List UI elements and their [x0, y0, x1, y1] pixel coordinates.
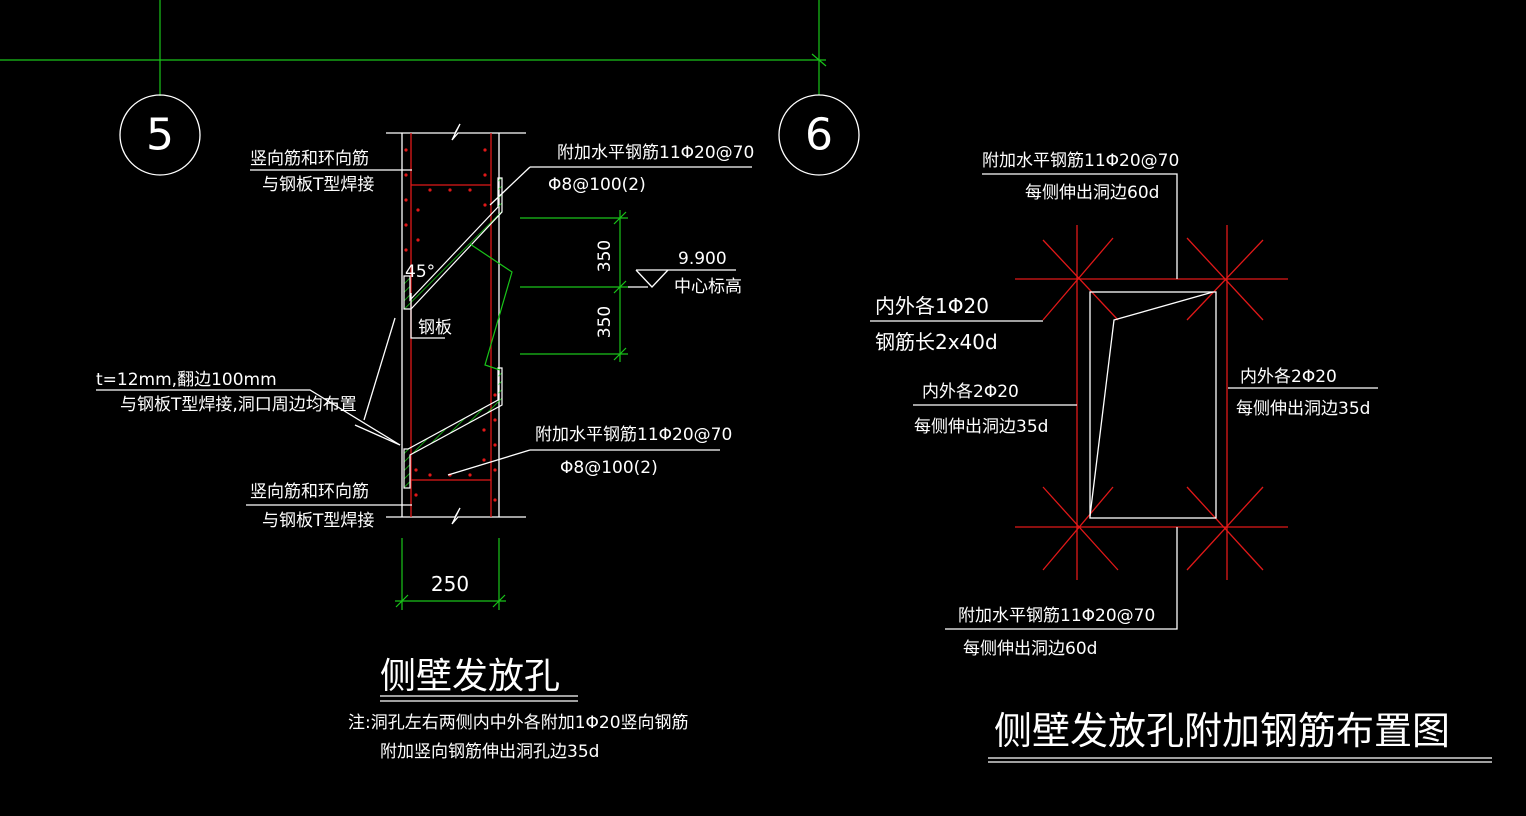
layout-leaders [870, 173, 1378, 630]
grid-axes: 5 6 [0, 0, 860, 176]
layout-labels: 附加水平钢筋11Φ20@70 每侧伸出洞边60d 内外各1Φ20 钢筋长2x40… [875, 151, 1450, 753]
layout-diag-len: 钢筋长2x40d [875, 330, 998, 354]
axis-label-6: 6 [805, 110, 833, 161]
label-plate: 钢板 [418, 318, 452, 338]
vertical-dimensions [520, 210, 736, 362]
dim-upper-350: 350 [595, 240, 615, 272]
layout-left-bar: 内外各2Φ20 [922, 382, 1019, 402]
section-note-2: 附加竖向钢筋伸出洞孔边35d [380, 742, 599, 762]
layout-left-extend: 每侧伸出洞边35d [914, 417, 1048, 437]
label-add-bar-top: 附加水平钢筋11Φ20@70 [557, 143, 754, 163]
layout-bottom-bar: 附加水平钢筋11Φ20@70 [958, 606, 1155, 626]
axis-label-5: 5 [146, 110, 174, 161]
opening-rect [1089, 291, 1217, 519]
label-plate-spec-1: t=12mm,翻边100mm [96, 370, 277, 390]
dim-width-250: 250 [431, 572, 469, 596]
label-stirrup-bottom: Φ8@100(2) [560, 458, 658, 478]
label-stirrup-top: Φ8@100(2) [548, 175, 646, 195]
label-top-weld: 与钢板T型焊接 [262, 175, 374, 195]
section-note-1: 注:洞孔左右两侧内中外各附加1Φ20竖向钢筋 [348, 713, 689, 733]
leaders [96, 166, 752, 506]
steel-plates [403, 177, 503, 489]
layout-right-extend: 每侧伸出洞边35d [1236, 399, 1370, 419]
label-bottom-weld: 与钢板T型焊接 [262, 511, 374, 531]
layout-right-bar: 内外各2Φ20 [1240, 367, 1337, 387]
break-line-top [386, 123, 526, 141]
section-title: 侧壁发放孔 [380, 656, 560, 697]
dim-lower-350: 350 [595, 306, 615, 338]
break-line-bottom [386, 507, 526, 525]
layout-top-extend: 每侧伸出洞边60d [1025, 183, 1159, 203]
axis-bubble-6 [778, 94, 860, 176]
axis-bubble-5 [119, 94, 201, 176]
label-add-bar-bottom: 附加水平钢筋11Φ20@70 [535, 425, 732, 445]
grid-tick [811, 53, 827, 67]
upper-plate [403, 177, 503, 310]
section-labels: 竖向筋和环向筋 与钢板T型焊接 附加水平钢筋11Φ20@70 Φ8@100(2)… [96, 143, 754, 762]
layout-diag-bar: 内外各1Φ20 [875, 294, 989, 318]
opening-outline [469, 243, 513, 371]
wall-section [96, 123, 752, 702]
width-dimension [395, 538, 506, 610]
elevation-value: 9.900 [678, 249, 727, 269]
opening-edge [1089, 291, 1214, 517]
elevation-label: 中心标高 [674, 277, 742, 297]
layout-top-bar: 附加水平钢筋11Φ20@70 [982, 151, 1179, 171]
rebar-layout-plan [870, 173, 1492, 763]
lower-plate [403, 367, 503, 489]
label-plate-spec-2: 与钢板T型焊接,洞口周边均布置 [120, 395, 357, 415]
label-top-rebar: 竖向筋和环向筋 [250, 149, 369, 169]
rebar-dots [404, 148, 497, 502]
layout-bottom-extend: 每侧伸出洞边60d [963, 639, 1097, 659]
label-angle: 45° [405, 262, 435, 282]
layout-title: 侧壁发放孔附加钢筋布置图 [994, 709, 1450, 753]
label-bottom-rebar: 竖向筋和环向筋 [250, 482, 369, 502]
layout-rebars [1015, 225, 1288, 580]
